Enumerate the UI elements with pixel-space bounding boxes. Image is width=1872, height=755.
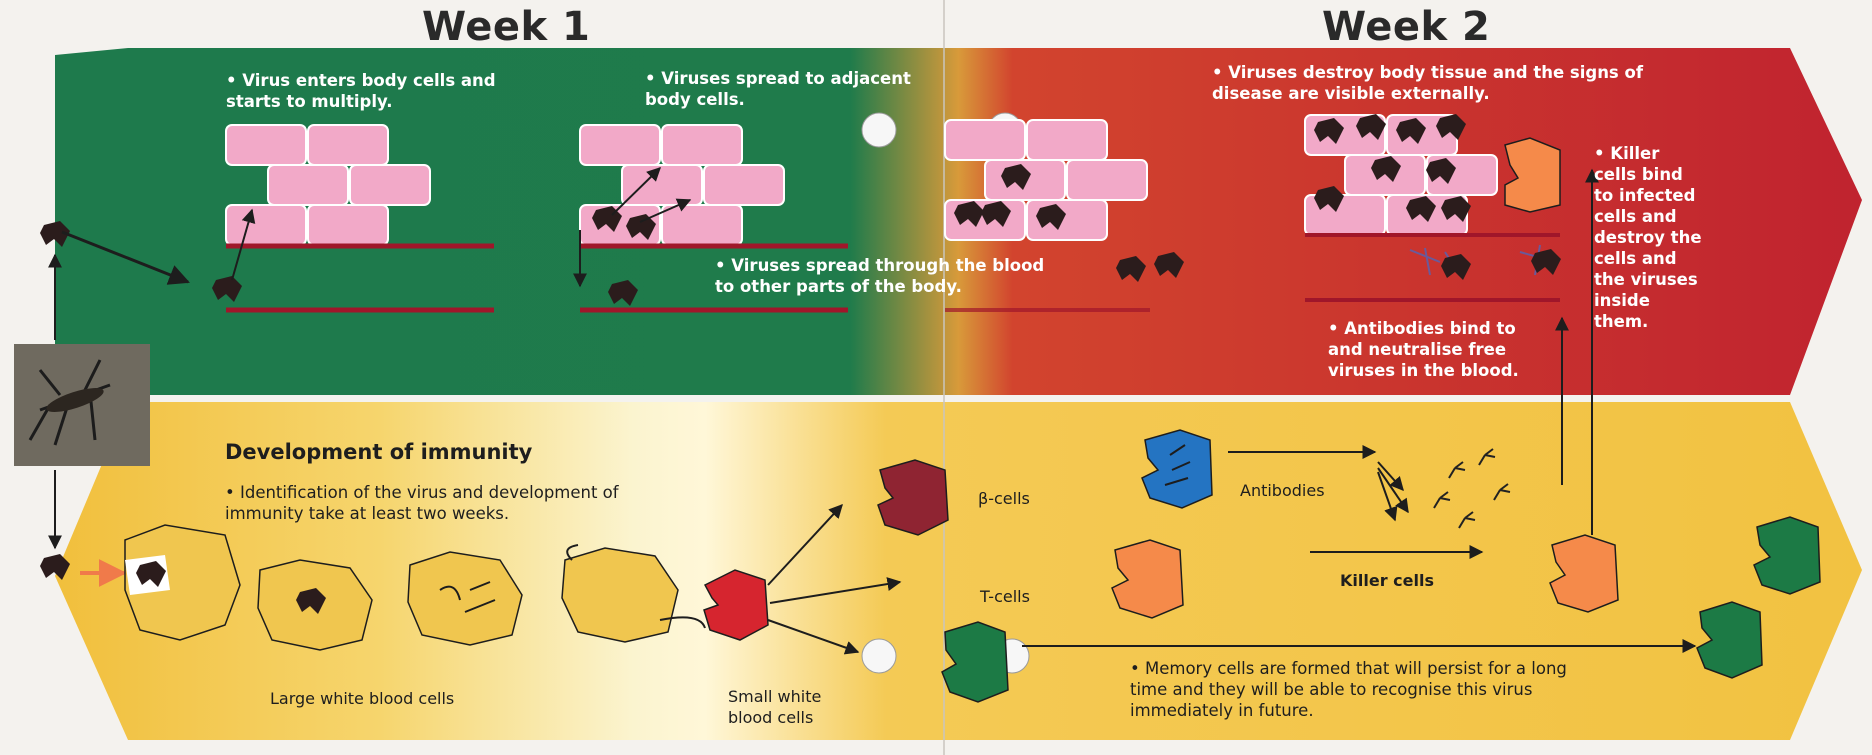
killer-cell-shape (1549, 534, 1619, 613)
note-memory-cells: • Memory cells are formed that will pers… (1130, 659, 1567, 720)
label-t-cells: T-cells (980, 587, 1030, 606)
arrow (61, 230, 190, 285)
killer-cell-shape (1504, 137, 1561, 213)
arrow (231, 208, 256, 281)
body-cells-panel-2 (579, 124, 785, 246)
arrow (1377, 467, 1409, 514)
note-killer-bind: • Killer cells bind to infected cells an… (1594, 144, 1702, 331)
note-virus-enters: • Virus enters body cells and starts to … (226, 71, 496, 111)
small-wbc-shape (703, 569, 769, 641)
antibody-marks (1164, 444, 1191, 486)
antibody-cell-shape (1141, 429, 1213, 509)
arrow (1377, 461, 1404, 492)
arrow (639, 198, 692, 223)
memory-cell-shape (1696, 601, 1763, 679)
mosquito-body (46, 388, 104, 412)
memory-cell-shape (941, 621, 1009, 703)
week-1-title: Week 1 (422, 4, 591, 50)
antigen-presentation (566, 544, 706, 629)
label-large-wbc: Large white blood cells (270, 689, 455, 708)
note-destroy-tissue: • Viruses destroy body tissue and the si… (1212, 63, 1644, 103)
note-spread-blood: • Viruses spread through the blood to ot… (715, 256, 1045, 296)
arrow (611, 167, 662, 216)
label-antibodies: Antibodies (1240, 481, 1325, 500)
large-wbc-shape (407, 551, 523, 646)
note-identification: • Identification of the virus and develo… (225, 483, 619, 523)
label-small-wbc: Small white blood cells (728, 687, 822, 727)
immunity-band (55, 402, 1862, 740)
punch-hole (861, 112, 897, 148)
memory-cell-shape (1753, 516, 1821, 595)
large-wbc-shape (124, 524, 241, 641)
label-b-cells: β-cells (978, 489, 1030, 508)
b-cell-shape (877, 459, 949, 536)
note-spread-adjacent: • Viruses spread to adjacent body cells. (645, 69, 911, 109)
punch-hole (861, 638, 897, 674)
week-2-title: Week 2 (1322, 4, 1491, 50)
arrow (767, 503, 843, 586)
arrow (767, 619, 860, 655)
immunity-heading: Development of immunity (225, 440, 533, 464)
note-antibodies-bind: • Antibodies bind to and neutralise free… (1328, 319, 1519, 380)
large-wbc-shape (561, 547, 679, 643)
t-cell-shape (1111, 539, 1184, 619)
arrow (1377, 471, 1398, 522)
antigen-fragment (439, 581, 496, 613)
label-killer-cells: Killer cells (1340, 571, 1434, 590)
arrow (769, 577, 902, 604)
